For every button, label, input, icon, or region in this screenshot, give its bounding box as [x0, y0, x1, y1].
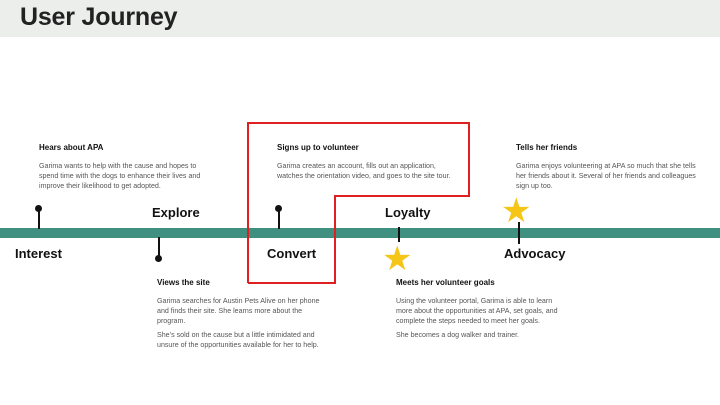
card-text: Garima enjoys volunteering at APA so muc… — [516, 162, 696, 190]
star-icon: ★ — [501, 192, 532, 230]
card-text: She becomes a dog walker and trainer. — [396, 331, 520, 339]
star-icon: ★ — [382, 240, 413, 278]
card-signs-up-to-volunteer: Signs up to volunteer Garima creates an … — [277, 143, 453, 185]
card-text: Garima creates an account, fills out an … — [277, 162, 451, 180]
card-text: Using the volunteer portal, Garima is ab… — [396, 297, 558, 325]
stage-advocacy: Advocacy — [504, 246, 566, 261]
card-hears-about-apa: Hears about APA Garima wants to help wit… — [39, 143, 217, 195]
card-text: Garima searches for Austin Pets Alive on… — [157, 297, 320, 325]
card-title: Meets her volunteer goals — [396, 278, 495, 287]
card-meets-volunteer-goals: Meets her volunteer goals Using the volu… — [396, 278, 568, 344]
card-title: Tells her friends — [516, 143, 578, 152]
timeline-bar — [0, 228, 720, 238]
card-title: Signs up to volunteer — [277, 143, 359, 152]
marker-stem-interest — [38, 208, 40, 229]
marker-dot-explore — [155, 255, 162, 262]
card-text: She’s sold on the cause but a little int… — [157, 331, 319, 349]
card-tells-her-friends: Tells her friends Garima enjoys voluntee… — [516, 143, 696, 195]
stage-convert: Convert — [267, 246, 317, 261]
stage-explore: Explore — [152, 205, 200, 220]
marker-stem-convert — [278, 208, 280, 229]
page-title: User Journey — [20, 3, 178, 31]
marker-stem-loyalty — [398, 227, 400, 242]
card-text: Garima wants to help with the cause and … — [39, 162, 201, 190]
title-bar: User Journey — [0, 0, 720, 37]
card-title: Hears about APA — [39, 143, 104, 152]
card-views-the-site: Views the site Garima searches for Austi… — [157, 278, 325, 354]
stage-interest: Interest — [15, 246, 62, 261]
marker-stem-explore — [158, 237, 160, 258]
stage-loyalty: Loyalty — [385, 205, 431, 220]
marker-stem-advocacy — [518, 222, 520, 244]
card-title: Views the site — [157, 278, 210, 287]
